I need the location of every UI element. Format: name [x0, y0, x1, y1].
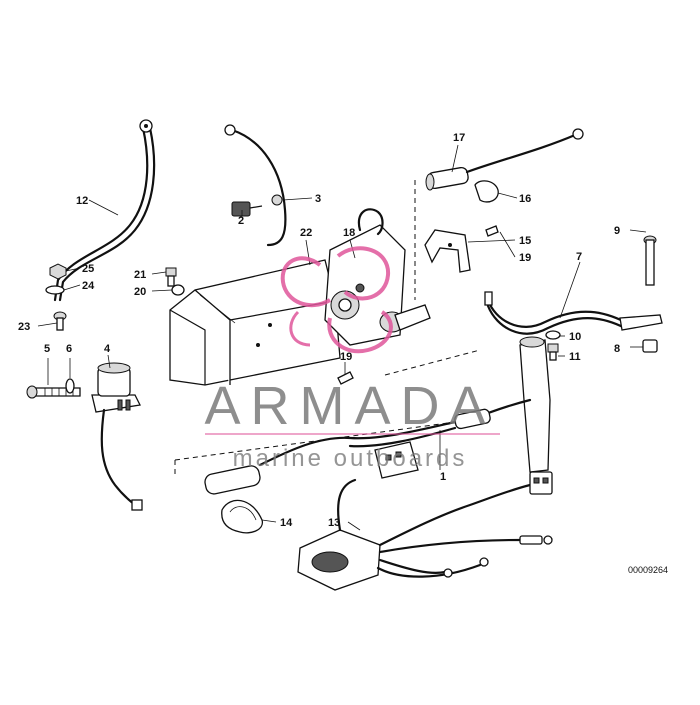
part-label-9: 9 [614, 225, 620, 237]
part-label-6: 6 [66, 343, 72, 355]
fuse-holder-part-17 [425, 128, 584, 191]
clip-part-16 [474, 180, 499, 203]
bolt-part-9 [643, 235, 657, 286]
part-label-23: 23 [18, 321, 30, 333]
part-label-25: 25 [82, 263, 94, 275]
wiring-harness-part-13 [297, 471, 553, 591]
part-label-17: 17 [453, 132, 465, 144]
part-label-21: 21 [134, 269, 146, 281]
part-label-19-lower: 19 [340, 351, 352, 363]
part-number-labels: 1 2 3 4 5 6 7 8 9 10 11 12 13 14 15 16 1… [18, 132, 620, 529]
mount-bracket-part-15 [424, 229, 471, 273]
watermark-tagline: marine outboards [233, 445, 468, 472]
screw-part-19-upper [485, 225, 499, 237]
washer-part-20 [171, 284, 185, 296]
part-label-11: 11 [569, 351, 581, 363]
part-label-16: 16 [519, 193, 531, 205]
part-label-3: 3 [315, 193, 321, 205]
sensor-part-2 [224, 124, 287, 247]
part-label-2: 2 [238, 215, 244, 227]
part-label-5: 5 [44, 343, 50, 355]
part-label-19-upper: 19 [519, 252, 531, 264]
washer-part-10 [545, 330, 561, 340]
screw-part-21 [165, 267, 177, 287]
ground-strap-part-12 [53, 119, 156, 302]
screw-part-11 [547, 343, 559, 361]
part-label-13: 13 [328, 517, 340, 529]
part-label-14: 14 [280, 517, 293, 529]
control-box-part-22 [169, 259, 341, 386]
wiring-harness-part-1 [204, 336, 551, 495]
relay-part-4 [91, 362, 143, 511]
connector-block [374, 441, 419, 479]
part-label-7: 7 [576, 251, 582, 263]
nut-part-8 [642, 339, 658, 353]
ground-strap-part-7 [484, 291, 663, 335]
part-label-4: 4 [104, 343, 111, 355]
fasteners-parts-23-24-25 [45, 263, 67, 331]
part-label-10: 10 [569, 331, 581, 343]
loop-part-14 [221, 499, 263, 534]
part-label-1: 1 [440, 471, 446, 483]
part-label-8: 8 [614, 343, 620, 355]
armada-logo-mark [280, 246, 393, 354]
screw-part-19-lower [337, 371, 354, 385]
drawing-number: 00009264 [628, 565, 668, 575]
washer-part-6 [65, 378, 75, 394]
part-label-22: 22 [300, 227, 312, 239]
part-label-15: 15 [519, 235, 531, 247]
part-label-12: 12 [76, 195, 88, 207]
screw-part-3 [271, 194, 283, 206]
part-label-20: 20 [134, 286, 146, 298]
watermark-brand: ARMADA [204, 376, 495, 436]
part-label-18: 18 [343, 227, 355, 239]
part-label-24: 24 [82, 280, 95, 292]
bracket-part-18 [324, 208, 431, 346]
